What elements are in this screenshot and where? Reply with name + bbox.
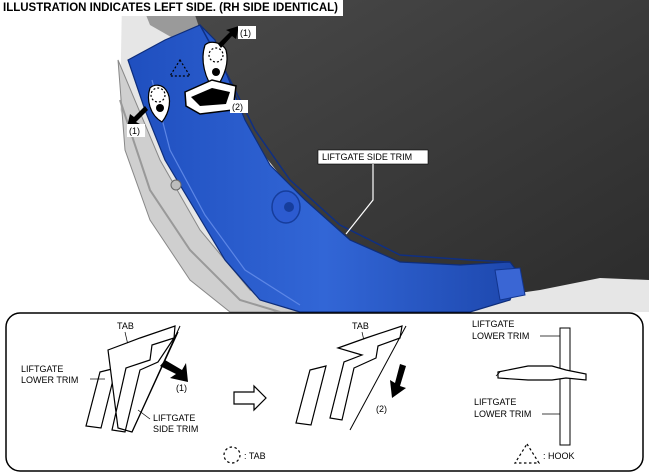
side-trim-piece-middle — [329, 325, 403, 421]
lower-trim-label-upper-1: LIFTGATE — [472, 319, 514, 329]
detail-middle: TAB (2) — [295, 321, 407, 431]
liftgate-side-trim-callout: LIFTGATE SIDE TRIM — [322, 152, 412, 162]
side-trim-label-left-1: LIFTGATE — [153, 413, 195, 423]
side-trim-label-left-2: SIDE TRIM — [153, 424, 198, 434]
arrow-step1-top — [218, 26, 239, 48]
step1-label-left: (1) — [129, 126, 140, 136]
legend-tab-label: : TAB — [244, 451, 266, 461]
lower-trim-label-lower-2: LOWER TRIM — [474, 409, 531, 419]
tab-clip-left — [147, 84, 171, 123]
transition-arrow — [233, 384, 267, 412]
legend-tab: : TAB — [223, 446, 266, 464]
tab-label-middle: TAB — [352, 321, 369, 331]
step1-label-top: (1) — [240, 28, 251, 38]
lower-trim-label-lower-1: LIFTGATE — [474, 397, 516, 407]
legend-hook-label: : HOOK — [543, 451, 575, 461]
hook-marker — [168, 58, 192, 77]
detail-right: LIFTGATE LOWER TRIM LIFTGATE LOWER TRIM — [472, 319, 587, 446]
arrow-step1-left — [127, 106, 148, 127]
lower-trim-label-upper-2: LOWER TRIM — [472, 331, 529, 341]
photo-area: (1) (1) (2) LIFTGATE SIDE TRIM — [117, 0, 649, 313]
legend-hook: : HOOK — [513, 442, 575, 464]
detail-left: TAB LIFTGATE LOWER TRIM (1) LIFTGATE SID… — [21, 321, 198, 434]
tab-label-left: TAB — [117, 321, 134, 331]
hook-legend-icon — [513, 442, 541, 464]
hook-section — [497, 365, 587, 381]
lower-trim-post — [559, 327, 571, 446]
step2-label-photo: (2) — [232, 102, 243, 112]
body-frame-edge — [117, 59, 301, 313]
header-title: ILLUSTRATION INDICATES LEFT SIDE. (RH SI… — [0, 0, 343, 16]
step1-label-detail: (1) — [176, 383, 187, 393]
frame-bolt — [170, 179, 182, 191]
step2-label-detail: (2) — [376, 404, 387, 414]
arrow-step2-detail — [390, 364, 406, 398]
lower-trim-label-left-2: LOWER TRIM — [21, 375, 78, 385]
side-bracket — [494, 267, 526, 301]
tab-legend-icon — [223, 446, 241, 464]
arrow-step1-detail — [160, 360, 188, 382]
lower-trim-piece-middle — [295, 365, 327, 426]
tab-clip-top — [202, 41, 228, 91]
lower-trim-label-left-1: LIFTGATE — [21, 364, 63, 374]
